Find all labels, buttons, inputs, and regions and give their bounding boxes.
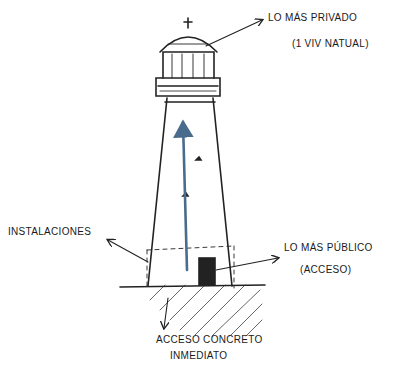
annotation-label: INSTALACIONES [8,226,91,238]
annotation-label: (ACCESO) [300,264,351,276]
annotation-label: LO MÁS PRIVADO [268,12,357,24]
annotation-label: INMEDIATO [170,350,227,362]
annotation-label: (1 VIV NATUAL) [292,38,369,50]
annotation-label: LO MÁS PÚBLICO [284,242,373,254]
annotation-label: ACCESO CONCRETO [156,334,263,346]
